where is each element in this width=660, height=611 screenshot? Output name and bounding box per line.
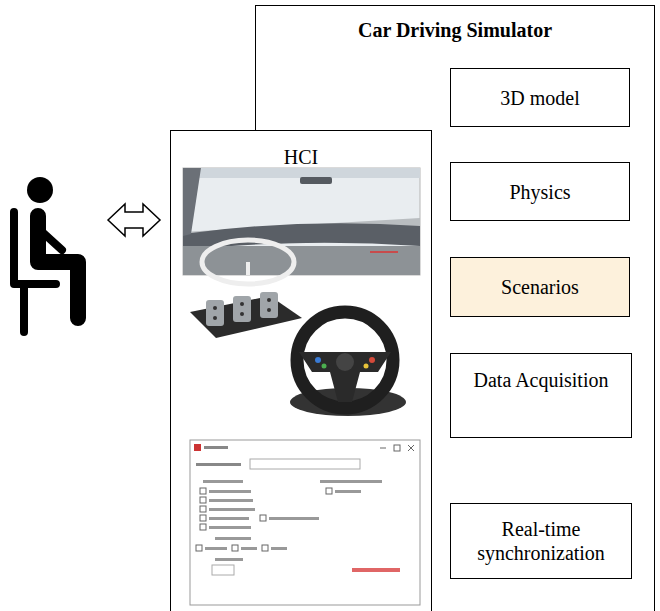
double-arrow <box>108 204 160 236</box>
settings-window <box>190 440 420 605</box>
box-label: Real-time synchronization <box>459 517 623 565</box>
box-label: Physics <box>509 180 570 204</box>
module-box: Real-time synchronization <box>450 503 632 579</box>
module-box: Data Acquisition <box>450 353 632 438</box>
highlighted-module-box: Scenarios <box>450 257 630 317</box>
box-label: HCI <box>179 145 423 169</box>
box-label: 3D model <box>500 86 579 110</box>
box-label: Scenarios <box>501 275 579 299</box>
module-box: 3D model <box>450 68 630 127</box>
wheel-pedals-photo <box>190 292 406 416</box>
system-title: Car Driving Simulator <box>264 18 646 42</box>
simulator-screenshot <box>183 168 420 284</box>
panel-ground <box>171 131 429 611</box>
module-box: Physics <box>450 162 630 221</box>
person-icon <box>14 177 78 332</box>
hci-panel: HCI <box>170 130 432 611</box>
box-label: Data Acquisition <box>459 368 623 392</box>
